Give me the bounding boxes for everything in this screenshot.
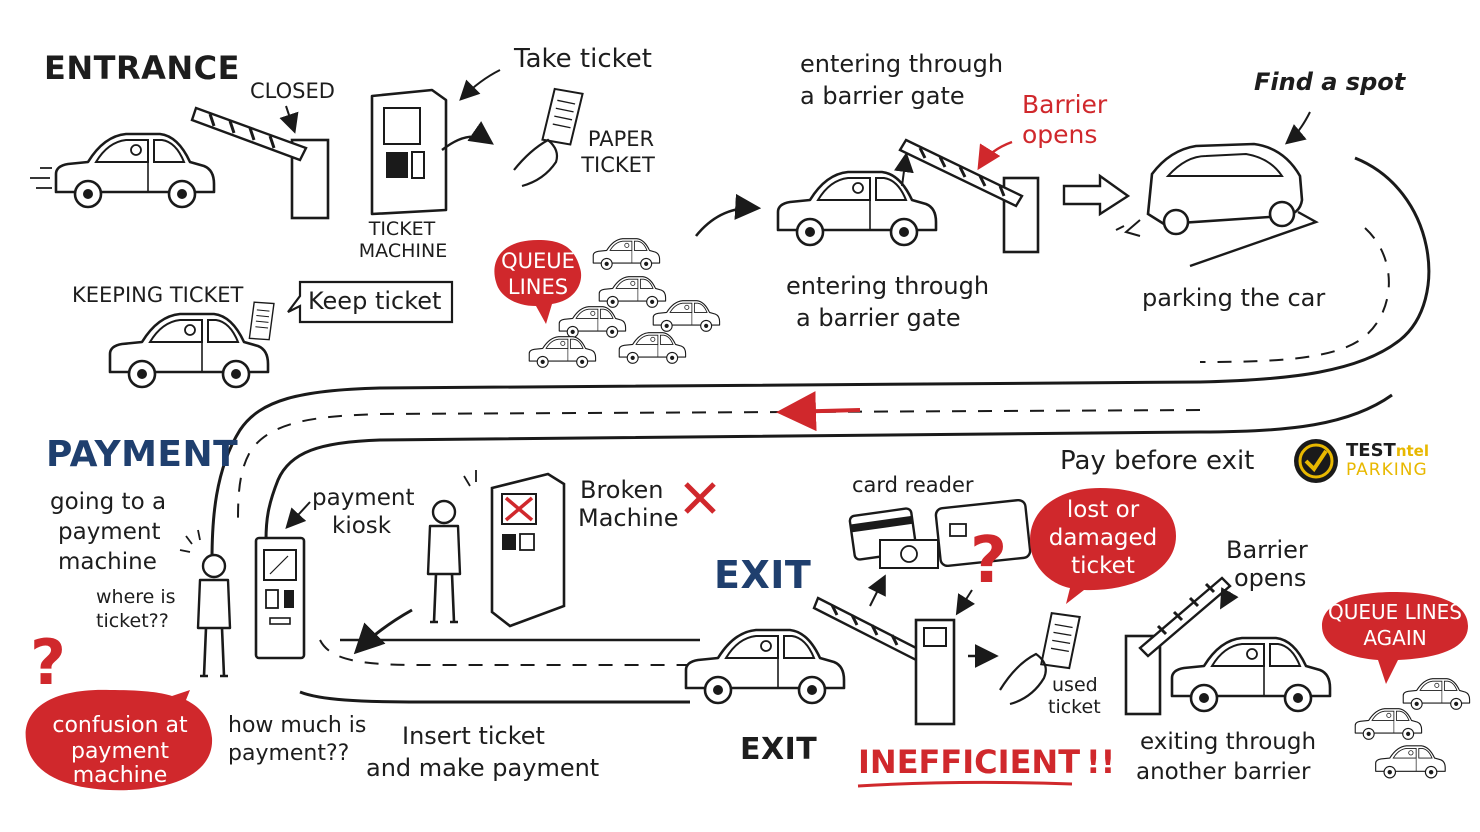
where-label-2: ticket?? [96, 610, 169, 632]
exit-header: EXIT [714, 553, 812, 597]
broken-machine-icon [490, 472, 716, 628]
used-ticket-icon [999, 608, 1085, 706]
paper-ticket-label-1: PAPER [587, 127, 655, 151]
exit-car-icon [684, 628, 846, 705]
entering-bottom-2: a barrier gate [796, 304, 961, 332]
broken-x-icon [684, 482, 716, 514]
confusion-bubble [25, 689, 213, 791]
barrier-opens-exit-1: Barrier [1226, 536, 1308, 564]
queue-lines-bubble [494, 240, 582, 324]
insert-label-2: and make payment [366, 754, 600, 782]
pay-before-exit-label: Pay before exit [1060, 446, 1255, 476]
used-ticket-label-1: used [1052, 674, 1098, 696]
paper-ticket-icon [513, 84, 588, 188]
keep-ticket-text: Keep ticket [308, 287, 442, 315]
brand-sub: PARKING [1346, 460, 1428, 480]
question-mark-icon: ? [30, 626, 66, 699]
closed-label: CLOSED [250, 79, 335, 103]
exit-barrier-icon [812, 574, 999, 726]
queue-again-label-1: QUEUE LINES [1328, 600, 1462, 624]
keep-ticket-bubble [287, 280, 454, 324]
confusion-label-2: payment [70, 739, 169, 764]
closed-barrier-icon [190, 105, 330, 220]
how-much-label-2: payment?? [228, 741, 350, 766]
ticket-machine-label-2: MACHINE [358, 240, 448, 262]
exiting-label-2: another barrier [1136, 759, 1311, 785]
take-ticket-label: Take ticket [514, 44, 652, 74]
where-label-1: where is [96, 586, 176, 608]
exiting-car-icon [1170, 636, 1332, 713]
kiosk-label-2: kiosk [332, 513, 392, 539]
direction-arrow-icon [776, 391, 861, 432]
inefficient-label: INEFFICIENT!! [858, 743, 1116, 781]
brand-logo-icon [1294, 439, 1338, 483]
confusion-label-3: machine [72, 763, 168, 788]
card-reader-icon [848, 498, 1032, 569]
queue-again-cars-icon [1354, 678, 1471, 779]
queue-again-bubble [1322, 592, 1468, 684]
entering-car-icon [776, 138, 1040, 254]
queue-label-2: LINES [507, 275, 569, 299]
exiting-label-1: exiting through [1140, 729, 1317, 755]
ticket-machine-label-1: TICKET [368, 218, 436, 240]
card-reader-label: card reader [852, 473, 974, 497]
lost-ticket-label-1: lost or [1066, 497, 1140, 523]
phone-person-icon [426, 470, 477, 624]
road [210, 156, 1431, 704]
going-label-2: payment [58, 519, 161, 545]
broken-label-1: Broken [580, 476, 664, 504]
insert-label-1: Insert ticket [402, 722, 545, 750]
keeping-ticket-label: KEEPING TICKET [72, 283, 244, 307]
find-spot-label: Find a spot [1254, 68, 1406, 96]
barrier-opens-entry-2: opens [1022, 120, 1098, 149]
lost-ticket-question-icon: ? [970, 524, 1007, 598]
barrier-opens-entry-1: Barrier [1022, 90, 1108, 119]
lost-ticket-label-3: ticket [1071, 553, 1135, 579]
going-label-1: going to a [50, 489, 167, 515]
used-ticket-label-2: ticket [1048, 696, 1101, 718]
lost-ticket-bubble [1030, 488, 1176, 604]
parking-label: parking the car [1142, 284, 1326, 312]
lost-ticket-label-2: damaged [1048, 525, 1158, 551]
going-label-3: machine [58, 549, 157, 575]
confused-person-icon [179, 529, 232, 678]
entrance-header: ENTRANCE [44, 49, 240, 87]
parked-car-icon [1115, 111, 1319, 268]
entering-top-2: a barrier gate [800, 82, 965, 110]
payment-kiosk-icon [254, 501, 311, 660]
keeping-ticket-car-icon [108, 298, 278, 389]
ticket-machine-icon [370, 69, 501, 216]
kiosk-label-1: payment [312, 485, 415, 511]
exit-bottom-label: EXIT [740, 732, 818, 767]
broken-label-2: Machine [578, 504, 679, 532]
paper-ticket-label-2: TICKET [581, 153, 655, 177]
entering-top-1: entering through [800, 50, 1004, 78]
entrance-car-icon [30, 132, 216, 209]
second-barrier-icon [1124, 576, 1239, 716]
payment-header: PAYMENT [46, 434, 239, 475]
confusion-label-1: confusion at [52, 713, 188, 738]
entering-bottom-1: entering through [786, 272, 990, 300]
queue-label-1: QUEUE [501, 249, 575, 273]
how-much-label-1: how much is [228, 713, 367, 738]
brand-name: TESTntel [1346, 440, 1429, 461]
queue-again-label-2: AGAIN [1363, 626, 1427, 650]
barrier-opens-exit-2: opens [1234, 564, 1307, 592]
